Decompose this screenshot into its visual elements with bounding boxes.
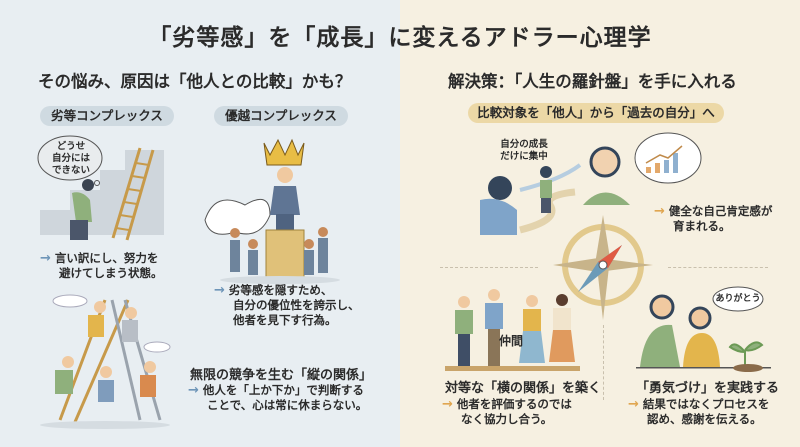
arrow-icon: → <box>628 397 639 412</box>
divider <box>668 267 768 268</box>
divider <box>603 325 604 400</box>
encouragement-heading: 「勇気づけ」を実践する <box>636 381 780 396</box>
thought-bubble-text: どうせ自分にはできない <box>51 141 90 176</box>
page-title: 「劣等感」を「成長」に変えるアドラー心理学 <box>148 25 652 51</box>
left-heading: その悩み、原因は「他人との比較」かも？ <box>38 72 352 91</box>
self-esteem-result: →健全な自己肯定感が 育まれる。 <box>654 204 773 233</box>
thanks-speech-bubble: ありがとう <box>715 294 761 304</box>
comparison-pill: 比較対象を「他人」から「過去の自分」へ <box>468 103 724 123</box>
superiority-pill: 優越コンプレックス <box>214 106 348 126</box>
arrow-icon: → <box>442 397 453 412</box>
arrow-icon: → <box>214 283 225 298</box>
encouragement-desc: →結果ではなくプロセスを 認め、感謝を伝える。 <box>628 397 770 426</box>
arrow-icon: → <box>40 251 51 266</box>
vertical-relationship-heading: 無限の競争を生む「縦の関係」 <box>190 368 373 383</box>
right-heading: 解決策：「人生の羅針盤」を手に入れる <box>448 72 737 91</box>
superiority-desc: →劣等感を隠すため、 自分の優位性を誇示し、 他者を見下す行為。 <box>214 283 360 327</box>
vertical-relationship-desc: →他人を「上か下か」で判断する ことで、心は常に休まらない。 <box>188 383 368 412</box>
focus-label: 自分の成長だけに集中 <box>500 139 548 162</box>
companions-badge: 仲間 <box>499 334 524 348</box>
arrow-icon: → <box>654 204 665 219</box>
horizontal-relationship-heading: 対等な「横の関係」を築く <box>445 381 602 396</box>
right-panel <box>400 0 800 447</box>
inferiority-desc: →言い訳にし、努力を 避けてしまう状態。 <box>40 251 163 280</box>
arrow-icon: → <box>188 383 199 398</box>
horizontal-relationship-desc: →他者を評価するのでは なく協力し合う。 <box>442 397 572 426</box>
inferiority-pill: 劣等コンプレックス <box>40 106 174 126</box>
divider <box>440 267 538 268</box>
